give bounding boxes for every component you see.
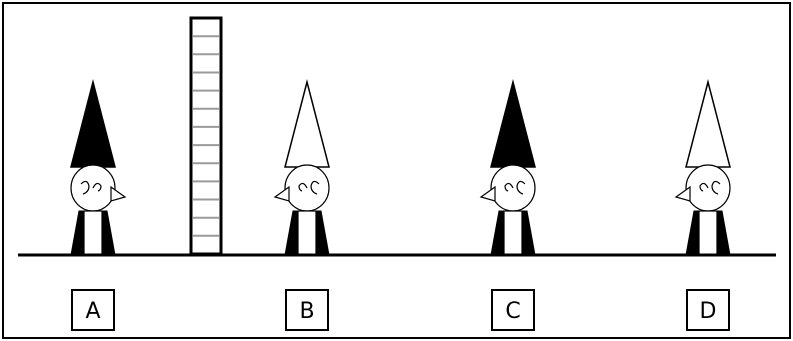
label-text: C	[505, 299, 520, 324]
label-text: B	[299, 299, 314, 324]
label-b: B	[286, 290, 328, 330]
body-panel	[699, 211, 717, 255]
label-text: A	[85, 299, 100, 324]
outer-frame	[3, 3, 790, 338]
label-text: D	[700, 299, 717, 324]
label-c: C	[492, 290, 534, 330]
body-panel	[298, 211, 316, 255]
label-a: A	[72, 290, 114, 330]
body-panel	[504, 211, 522, 255]
label-d: D	[687, 290, 729, 330]
body-panel	[84, 211, 102, 255]
ladder	[191, 18, 221, 254]
